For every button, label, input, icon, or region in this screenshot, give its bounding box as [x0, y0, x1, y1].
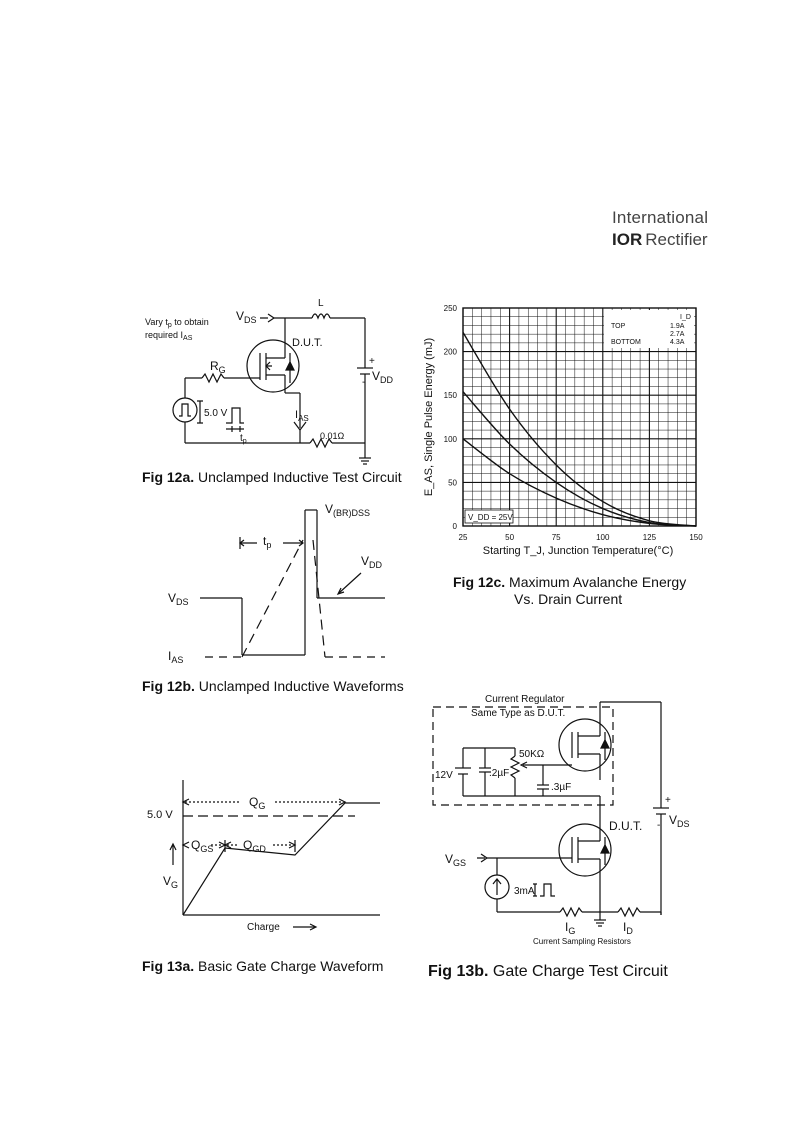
- fig12a-vdd-label: VDD: [372, 369, 394, 385]
- fig13b-vgs-label: VGS: [445, 852, 466, 868]
- fig13b-reg-line1: Current Regulator: [485, 694, 565, 705]
- chart-legend: I_D TOP 1.9A 2.7A BOTTOM 4.3A: [604, 310, 694, 348]
- x-tick-label: 100: [596, 533, 610, 542]
- fig12c-chart: 25 50 75 100 125 150 0 50 100 150 200 250 I_D TOP 1…: [423, 304, 703, 557]
- fig13b-dut-label: D.U.T.: [609, 819, 642, 833]
- ior-logo: IOR: [612, 230, 643, 249]
- chart-annotation: V_DD = 25V: [464, 509, 514, 524]
- fig13b-sampling-label: Current Sampling Resistors: [533, 937, 631, 946]
- fig12a-minus: -: [362, 377, 365, 388]
- fig12b-vds-label: VDS: [168, 591, 189, 607]
- series-line-1: [462, 332, 697, 527]
- fig13b-cap2-label: .2µF: [489, 768, 509, 779]
- fig13a-5v-label: 5.0 V: [147, 809, 173, 821]
- fig13b-ig-label: IG: [565, 920, 575, 936]
- fig12a-inductor-label: L: [318, 298, 324, 309]
- y-tick-label: 150: [444, 391, 458, 400]
- fig12b-caption: Fig 12b. Unclamped Inductive Waveforms: [142, 678, 404, 694]
- x-tick-label: 150: [689, 533, 703, 542]
- fig13b-vds-label: VDS: [669, 813, 690, 829]
- fig12c-caption: Fig 12c. Maximum Avalanche Energy: [453, 574, 687, 590]
- fig13b-3ma-label: 3mA: [514, 886, 535, 897]
- fig12b-waveform: V(BR)DSS tp VDD VDS IAS: [168, 502, 385, 665]
- x-tick-label: 75: [552, 533, 561, 542]
- fig13a-vg-label: VG: [163, 874, 178, 890]
- brand-rectifier: Rectifier: [645, 230, 708, 249]
- brand-line1: International: [612, 208, 709, 227]
- chart-ylabel: E_AS, Single Pulse Energy (mJ): [423, 338, 435, 496]
- fig12a-vds-label: VDS: [236, 309, 257, 325]
- legend-bottom-value: 4.3A: [670, 339, 685, 346]
- fig12a-rg-label: RG: [210, 359, 226, 375]
- x-tick-label: 25: [459, 533, 468, 542]
- y-tick-label: 100: [444, 435, 458, 444]
- fig12a-plus: +: [369, 356, 375, 367]
- fig13b-plus: +: [665, 795, 671, 806]
- y-tick-label: 50: [448, 478, 457, 487]
- fig13b-50k-label: 50KΩ: [519, 749, 545, 760]
- fig12c-caption-line2: Vs. Drain Current: [514, 591, 623, 607]
- legend-bottom-label: BOTTOM: [611, 339, 641, 346]
- fig12a-note-line1: Vary tp to obtain: [145, 317, 209, 329]
- fig12b-tp-label: tp: [263, 534, 271, 550]
- fig13a-waveform: 5.0 V QG QGS QGD VG Charge: [147, 780, 380, 933]
- x-tick-label: 50: [505, 533, 514, 542]
- series-line-2: [462, 391, 697, 527]
- fig13b-12v-label: 12V: [435, 770, 453, 781]
- fig13a-charge-label: Charge: [247, 922, 280, 933]
- fig13b-id-label: ID: [623, 920, 633, 936]
- fig13b-reg-line2: Same Type as D.U.T.: [471, 708, 565, 719]
- fig12b-vdd-label: VDD: [361, 554, 383, 570]
- fig12a-res-label: 0.01Ω: [320, 431, 345, 441]
- fig13b-cap3-label: .3µF: [551, 782, 571, 793]
- fig12a-tp-label: tp: [240, 433, 247, 445]
- fig12b-vbr-label: V(BR)DSS: [325, 502, 370, 518]
- fig13b-circuit: Current Regulator Same Type as D.U.T. 50…: [432, 694, 690, 946]
- fig13a-qgd-label: QGD: [243, 838, 266, 854]
- fig12a-ias-label: IAS: [295, 409, 309, 423]
- series-line-3: [462, 438, 697, 527]
- fig13a-qgs-label: QGS: [191, 838, 213, 854]
- fig12a-dut-label: D.U.T.: [292, 337, 323, 349]
- fig12a-note-line2: required IAS: [145, 330, 193, 342]
- fig13a-qg-label: QG: [249, 795, 265, 811]
- fig13b-minus: -: [657, 820, 660, 831]
- legend-top-value: 1.9A: [670, 323, 685, 330]
- legend-title: I_D: [680, 314, 691, 321]
- legend-top-label: TOP: [611, 323, 626, 330]
- fig12a-pulse-label: 5.0 V: [204, 408, 228, 419]
- legend-mid-value: 2.7A: [670, 331, 685, 338]
- y-tick-label: 0: [453, 522, 458, 531]
- svg-text:V_DD = 25V: V_DD = 25V: [468, 513, 513, 522]
- fig12b-ias-label: IAS: [168, 649, 183, 665]
- fig13b-caption: Fig 13b. Gate Charge Test Circuit: [428, 963, 668, 980]
- x-tick-label: 125: [643, 533, 657, 542]
- y-tick-label: 200: [444, 348, 458, 357]
- fig12a-caption: Fig 12a. Unclamped Inductive Test Circui…: [142, 469, 402, 485]
- chart-frame: [462, 307, 697, 527]
- chart-xlabel: Starting T_J, Junction Temperature(°C): [483, 545, 673, 557]
- fig12a-circuit: Vary tp to obtain required IAS VDS L D.U…: [145, 298, 394, 465]
- fig13a-caption: Fig 13a. Basic Gate Charge Waveform: [142, 958, 384, 974]
- y-tick-label: 250: [444, 304, 458, 313]
